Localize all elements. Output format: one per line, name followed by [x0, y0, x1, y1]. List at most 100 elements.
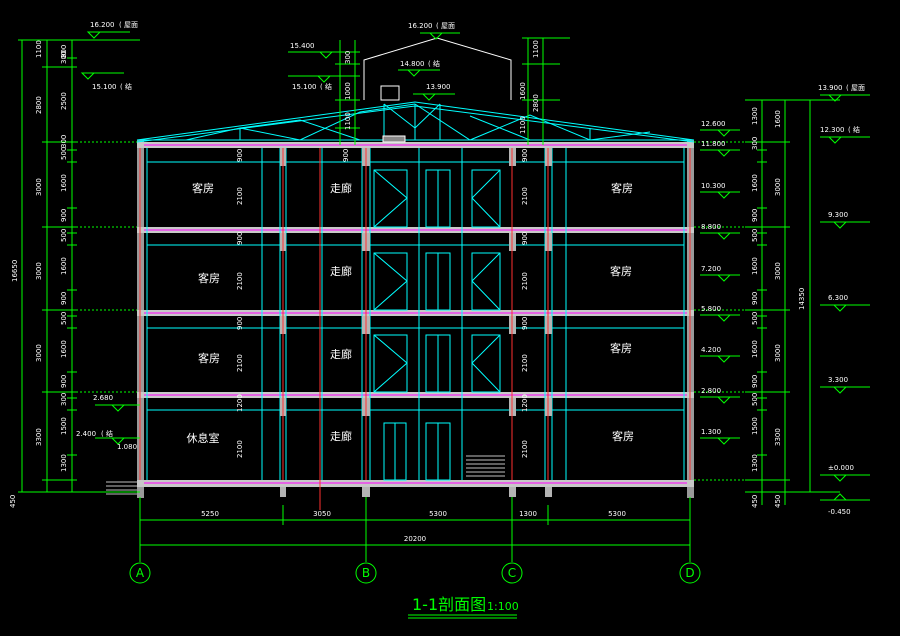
- center-elevation-markers: [288, 32, 570, 145]
- svg-text:1.080: 1.080: [117, 443, 137, 451]
- svg-text:3300: 3300: [774, 428, 782, 446]
- svg-text:450: 450: [774, 495, 782, 508]
- left-elevation-labels: 16.200 ( 屋面 15.100 ( 结 2.680 2.400 ( 结 1…: [76, 21, 138, 451]
- svg-text:3000: 3000: [35, 344, 43, 362]
- stair-doors: [373, 169, 501, 481]
- axis-d-label: D: [685, 566, 694, 580]
- svg-text:15.100: 15.100: [292, 83, 317, 91]
- svg-text:2.400: 2.400: [76, 430, 96, 438]
- svg-text:900: 900: [342, 149, 350, 162]
- ground-stair: [106, 455, 505, 495]
- axis-a-label: A: [136, 566, 145, 580]
- svg-text:2800: 2800: [532, 94, 540, 112]
- svg-text:900: 900: [236, 317, 244, 330]
- svg-text:2100: 2100: [521, 272, 529, 290]
- svg-text:900: 900: [521, 317, 529, 330]
- svg-text:1300: 1300: [60, 454, 68, 472]
- svg-text:900: 900: [751, 292, 759, 305]
- svg-text:1500: 1500: [751, 417, 759, 435]
- svg-text:1600: 1600: [60, 257, 68, 275]
- svg-text:15.100: 15.100: [92, 83, 117, 91]
- svg-text:1600: 1600: [751, 174, 759, 192]
- title-scale: 1:100: [487, 600, 519, 613]
- svg-text:500: 500: [60, 229, 68, 242]
- building-structure: [106, 37, 695, 510]
- svg-text:14.800: 14.800: [400, 60, 425, 68]
- bottom-dimension-lines: [139, 497, 691, 562]
- room-left-4: 客房: [192, 181, 214, 195]
- room-left-1: 休息室: [187, 431, 220, 445]
- svg-text:2800: 2800: [35, 96, 43, 114]
- svg-text:10.300: 10.300: [701, 182, 726, 190]
- svg-text:300: 300: [751, 137, 759, 150]
- svg-text:1600: 1600: [519, 82, 527, 100]
- svg-text:900: 900: [751, 375, 759, 388]
- svg-text:5300: 5300: [608, 510, 626, 518]
- svg-text:( 屋面: ( 屋面: [846, 84, 865, 92]
- room-right-1: 客房: [612, 429, 634, 443]
- svg-text:300: 300: [60, 393, 68, 406]
- svg-text:500: 500: [751, 229, 759, 242]
- svg-text:1100: 1100: [519, 116, 527, 134]
- svg-text:6.300: 6.300: [828, 294, 848, 302]
- svg-text:( 结: ( 结: [120, 82, 132, 91]
- svg-text:1600: 1600: [60, 174, 68, 192]
- svg-text:3300: 3300: [35, 428, 43, 446]
- svg-text:14350: 14350: [798, 288, 806, 310]
- svg-text:12.300: 12.300: [820, 126, 845, 134]
- svg-text:800: 800: [60, 45, 68, 58]
- svg-text:±0.000: ±0.000: [828, 464, 854, 472]
- svg-text:( 结: ( 结: [320, 82, 332, 91]
- svg-text:2100: 2100: [236, 272, 244, 290]
- svg-text:450: 450: [9, 495, 17, 508]
- left-dimension-text: 16650 1100 2800 3000 3000 3000 3300 450 …: [9, 40, 68, 508]
- svg-text:11.800: 11.800: [701, 140, 726, 148]
- svg-text:13.900: 13.900: [426, 83, 451, 91]
- svg-text:20200: 20200: [404, 535, 426, 543]
- svg-text:( 屋面: ( 屋面: [436, 22, 455, 30]
- svg-text:500: 500: [751, 312, 759, 325]
- axis-c-label: C: [508, 566, 516, 580]
- svg-text:5300: 5300: [429, 510, 447, 518]
- svg-text:2100: 2100: [521, 354, 529, 372]
- svg-text:( 结: ( 结: [101, 429, 113, 438]
- svg-text:16.200: 16.200: [408, 22, 433, 30]
- room-mid-4: 走廊: [330, 181, 352, 195]
- svg-text:1300: 1300: [751, 107, 759, 125]
- svg-text:-0.450: -0.450: [828, 508, 851, 516]
- left-elevation-markers: [80, 31, 140, 445]
- svg-text:2500: 2500: [60, 92, 68, 110]
- svg-text:16650: 16650: [11, 260, 19, 282]
- svg-text:1600: 1600: [60, 340, 68, 358]
- axis-b-label: B: [362, 566, 370, 580]
- svg-text:3000: 3000: [774, 344, 782, 362]
- room-right-3: 客房: [610, 264, 632, 278]
- svg-text:8.800: 8.800: [701, 223, 721, 231]
- svg-text:500: 500: [751, 393, 759, 406]
- svg-text:1200: 1200: [236, 394, 244, 412]
- svg-text:2100: 2100: [236, 440, 244, 458]
- svg-text:1300: 1300: [751, 454, 759, 472]
- room-labels: 客房 走廊 客房 客房 走廊 客房 客房 走廊 客房 休息室 走廊 客房: [187, 181, 635, 445]
- svg-text:9.300: 9.300: [828, 211, 848, 219]
- svg-text:4.200: 4.200: [701, 346, 721, 354]
- svg-text:7.200: 7.200: [701, 265, 721, 273]
- axis-markers: A B C D: [129, 562, 701, 584]
- svg-text:3000: 3000: [35, 178, 43, 196]
- svg-text:900: 900: [521, 232, 529, 245]
- room-left-2: 客房: [198, 351, 220, 365]
- svg-text:300: 300: [344, 51, 352, 64]
- svg-text:1600: 1600: [751, 257, 759, 275]
- right-elevation-labels: 13.900 ( 屋面 12.300 ( 结 9.300 6.300 3.300…: [701, 84, 865, 516]
- drawing-title: 1-1剖面图 1:100: [408, 595, 519, 619]
- svg-text:900: 900: [60, 209, 68, 222]
- center-elevation-labels: 16.200 ( 屋面 15.400 15.100 ( 结 14.800 ( 结…: [290, 22, 540, 134]
- svg-text:1600: 1600: [774, 110, 782, 128]
- axis-d-bubble: D: [679, 562, 701, 584]
- axis-c-bubble: C: [501, 562, 523, 584]
- svg-text:16.200: 16.200: [90, 21, 115, 29]
- svg-text:1100: 1100: [532, 40, 540, 58]
- svg-text:900: 900: [521, 149, 529, 162]
